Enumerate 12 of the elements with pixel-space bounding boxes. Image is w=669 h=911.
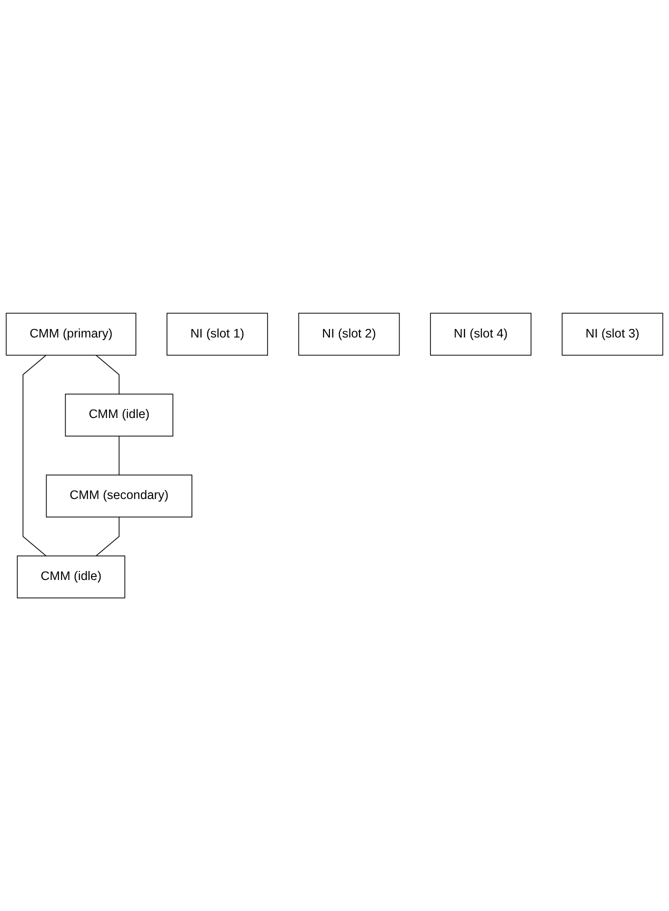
node-box: CMM (idle) (64, 394, 174, 436)
connector (22, 354, 46, 556)
node-box: CMM (primary) (6, 312, 136, 356)
connector (118, 436, 120, 476)
node-box: CMM (secondary) (46, 474, 192, 518)
node-box: NI (slot 3) (562, 312, 664, 356)
connector (96, 516, 120, 556)
node-box: NI (slot 1) (166, 312, 268, 356)
node-box: NI (slot 4) (430, 312, 532, 356)
node-box: CMM (idle) (16, 555, 126, 598)
node-box: NI (slot 2) (298, 312, 400, 356)
connector (96, 354, 120, 394)
